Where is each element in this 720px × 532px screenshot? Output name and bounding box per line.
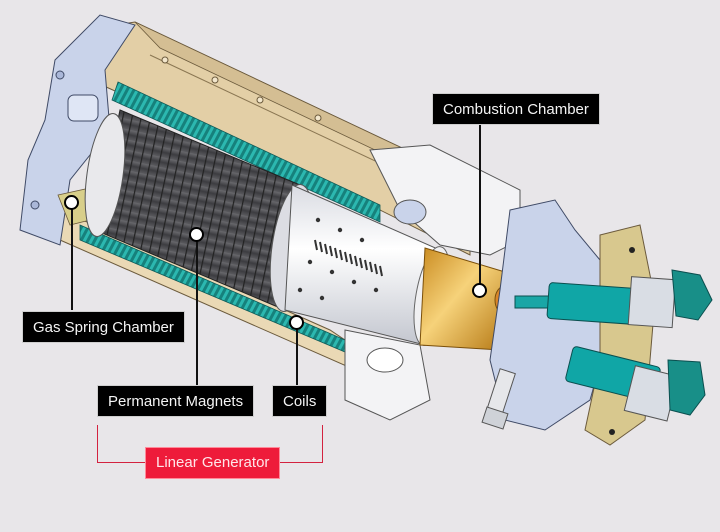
engine-block xyxy=(344,144,521,421)
label-permanent-magnets: Permanent Magnets xyxy=(97,385,255,417)
leader-combustion-chamber xyxy=(479,124,481,290)
leader-permanent-magnets xyxy=(196,234,198,385)
label-linear-generator: Linear Generator xyxy=(145,447,281,479)
label-combustion-chamber: Combustion Chamber xyxy=(432,93,600,125)
leader-coils xyxy=(296,322,298,385)
pointer-dot-gas-spring-chamber xyxy=(64,195,79,210)
pointer-dot-combustion-chamber xyxy=(472,283,487,298)
leader-gas-spring-chamber xyxy=(71,202,73,310)
pointer-dot-permanent-magnets xyxy=(189,227,204,242)
fuel-injector-actuators xyxy=(514,269,713,422)
combustion-chamber-cylinder xyxy=(419,247,506,351)
spark-plug xyxy=(481,368,516,430)
label-gas-spring-chamber: Gas Spring Chamber xyxy=(22,311,185,343)
pointer-dot-coils xyxy=(289,315,304,330)
label-coils: Coils xyxy=(272,385,328,417)
coil-stack-upper xyxy=(111,81,381,223)
